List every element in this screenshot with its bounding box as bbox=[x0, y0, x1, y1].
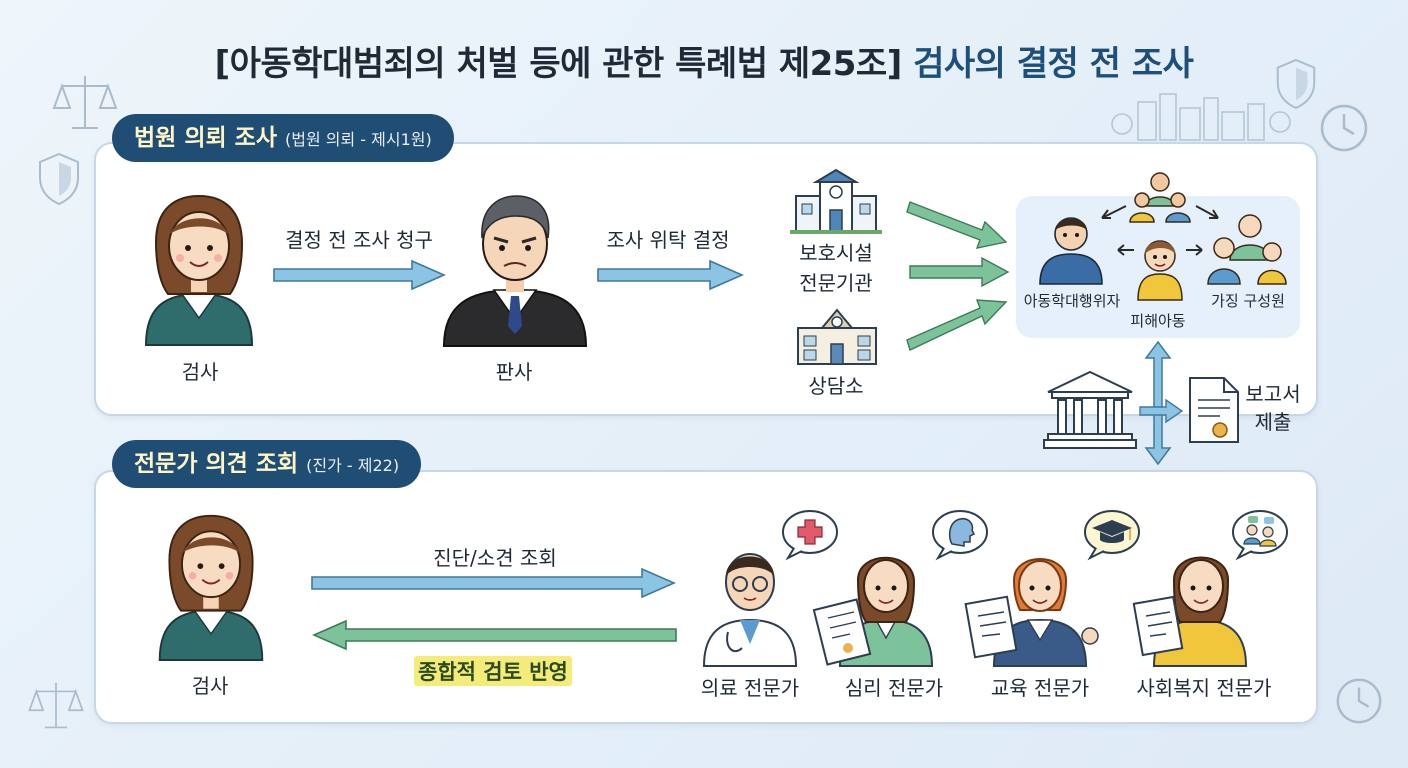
court-heading-text: 법원 의뢰 조사 bbox=[134, 125, 277, 151]
prosecutor-figure bbox=[144, 194, 254, 346]
welfare-expert-figure bbox=[1132, 556, 1248, 667]
judge-label: 판사 bbox=[495, 360, 533, 384]
arrow1-label: 결정 전 조사 청구 bbox=[285, 228, 433, 252]
psych-expert-figure bbox=[812, 556, 934, 667]
report-document-icon bbox=[1189, 377, 1239, 443]
institution2-label: 상담소 bbox=[808, 374, 864, 398]
request-arrow bbox=[273, 259, 446, 291]
brain-head-icon bbox=[932, 510, 988, 561]
people-chat-icon bbox=[1232, 510, 1288, 561]
edu-expert-figure bbox=[964, 558, 1099, 667]
city-skyline-icon bbox=[1111, 93, 1291, 141]
offender-label: 아동학대행위자 bbox=[1023, 292, 1121, 310]
report-submit-text: 보고서 제출 bbox=[1245, 382, 1301, 434]
medical-expert-figure bbox=[702, 553, 798, 667]
vertical-exchange-arrow bbox=[1144, 340, 1172, 466]
arrow2-label: 조사 위탁 결정 bbox=[606, 228, 730, 252]
scale-icon bbox=[52, 76, 118, 129]
victim-child-figure bbox=[1137, 240, 1183, 301]
expert-welfare-label: 사회복지 전문가 bbox=[1136, 676, 1272, 700]
family-label: 가징 구성원 bbox=[1211, 292, 1285, 310]
victim-label: 피해아동 bbox=[1130, 312, 1186, 330]
expert-psych-label: 심리 전문가 bbox=[844, 676, 944, 700]
report-arrow bbox=[1139, 398, 1184, 424]
title-highlight: 검사의 결정 전 조사 bbox=[913, 44, 1194, 84]
protection-facility-icon bbox=[790, 168, 882, 234]
delegate-arrow bbox=[597, 259, 744, 291]
judge-figure bbox=[442, 195, 588, 347]
counseling-center-icon bbox=[797, 308, 877, 365]
court-request-heading: 법원 의뢰 조사 (법원 의뢰 - 제시1원) bbox=[112, 114, 454, 162]
people-group-icon bbox=[1129, 172, 1191, 223]
graduation-cap-icon bbox=[1084, 510, 1140, 561]
clock-icon bbox=[1320, 104, 1368, 152]
family-figure bbox=[1207, 214, 1287, 285]
relation-arrows bbox=[1101, 205, 1219, 256]
prosecutor2-label: 검사 bbox=[191, 674, 229, 698]
prosecutor-figure bbox=[158, 514, 264, 661]
expert-heading-text: 전문가 의견 조회 bbox=[134, 451, 299, 477]
investigate-arrows bbox=[906, 201, 1010, 351]
inquiry-arrow bbox=[311, 567, 676, 599]
feedback-arrow bbox=[312, 619, 677, 651]
institution1-text: 보호시설 전문기관 bbox=[799, 241, 873, 295]
expert-edu-label: 교육 전문가 bbox=[990, 676, 1090, 700]
clock-icon bbox=[1336, 678, 1382, 724]
court-building-icon bbox=[1043, 370, 1137, 449]
shield-icon bbox=[39, 152, 79, 206]
expert-medical-label: 의료 전문가 bbox=[700, 676, 800, 700]
shield-icon bbox=[1276, 58, 1316, 110]
report-submit-label: 보고서 제출 bbox=[1240, 380, 1306, 436]
forward-arrow-label: 진단/소견 조회 bbox=[433, 546, 557, 570]
medical-cross-icon bbox=[782, 510, 838, 561]
court-subheading-text: (법원 의뢰 - 제시1원) bbox=[284, 130, 432, 149]
back-arrow-label: 종합적 검토 반영 bbox=[414, 656, 572, 686]
expert-opinion-heading: 전문가 의견 조회 (진가 - 제22) bbox=[112, 440, 422, 488]
institution1-label: 보호시설 전문기관 bbox=[784, 238, 888, 298]
scale-icon bbox=[28, 682, 84, 729]
offender-figure bbox=[1039, 217, 1103, 285]
page-title: [아동학대범죄의 처벌 등에 관한 특례법 제25조] 검사의 결정 전 조사 bbox=[0, 36, 1408, 85]
prosecutor-label: 검사 bbox=[181, 360, 219, 384]
title-prefix: [아동학대범죄의 처벌 등에 관한 특례법 제25조] bbox=[214, 44, 903, 84]
expert-subheading-text: (진가 - 제22) bbox=[306, 456, 400, 475]
